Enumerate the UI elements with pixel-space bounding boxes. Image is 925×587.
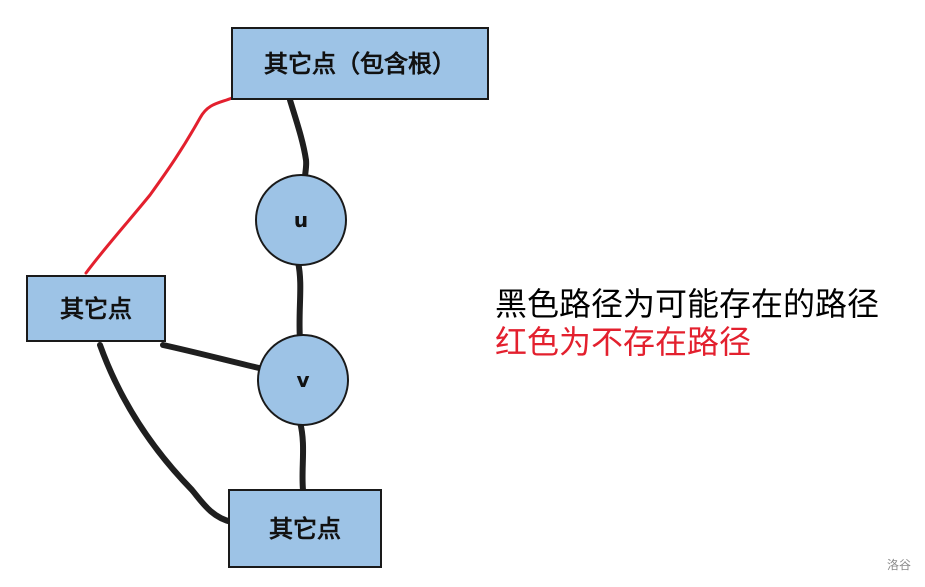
- path-left-to-v: [160, 342, 262, 371]
- legend-possible-path-text: 黑色路径为可能存在的路径: [495, 285, 880, 323]
- watermark: 洛谷: [886, 558, 911, 572]
- node-bottom-other: 其它点: [228, 489, 382, 568]
- path-v-to-bottom: [297, 419, 307, 493]
- node-top-other-including-root: 其它点（包含根）: [231, 27, 489, 100]
- node-bottom-label: 其它点: [269, 515, 341, 543]
- legend-impossible-path-text: 红色为不存在路径: [495, 323, 752, 361]
- path-left-to-bottom: [97, 342, 235, 525]
- node-left-label: 其它点: [60, 295, 132, 323]
- node-left-other: 其它点: [26, 275, 166, 342]
- path-top-to-u: [287, 97, 310, 186]
- node-v: v: [257, 334, 349, 426]
- node-u-label: u: [294, 208, 308, 232]
- path-red-top-to-left: [84, 96, 234, 275]
- path-u-to-v: [295, 259, 304, 343]
- node-v-label: v: [296, 368, 309, 392]
- node-u: u: [255, 174, 347, 266]
- legend: 黑色路径为可能存在的路径 红色为不存在路径: [495, 285, 879, 361]
- node-top-label: 其它点（包含根）: [264, 50, 456, 78]
